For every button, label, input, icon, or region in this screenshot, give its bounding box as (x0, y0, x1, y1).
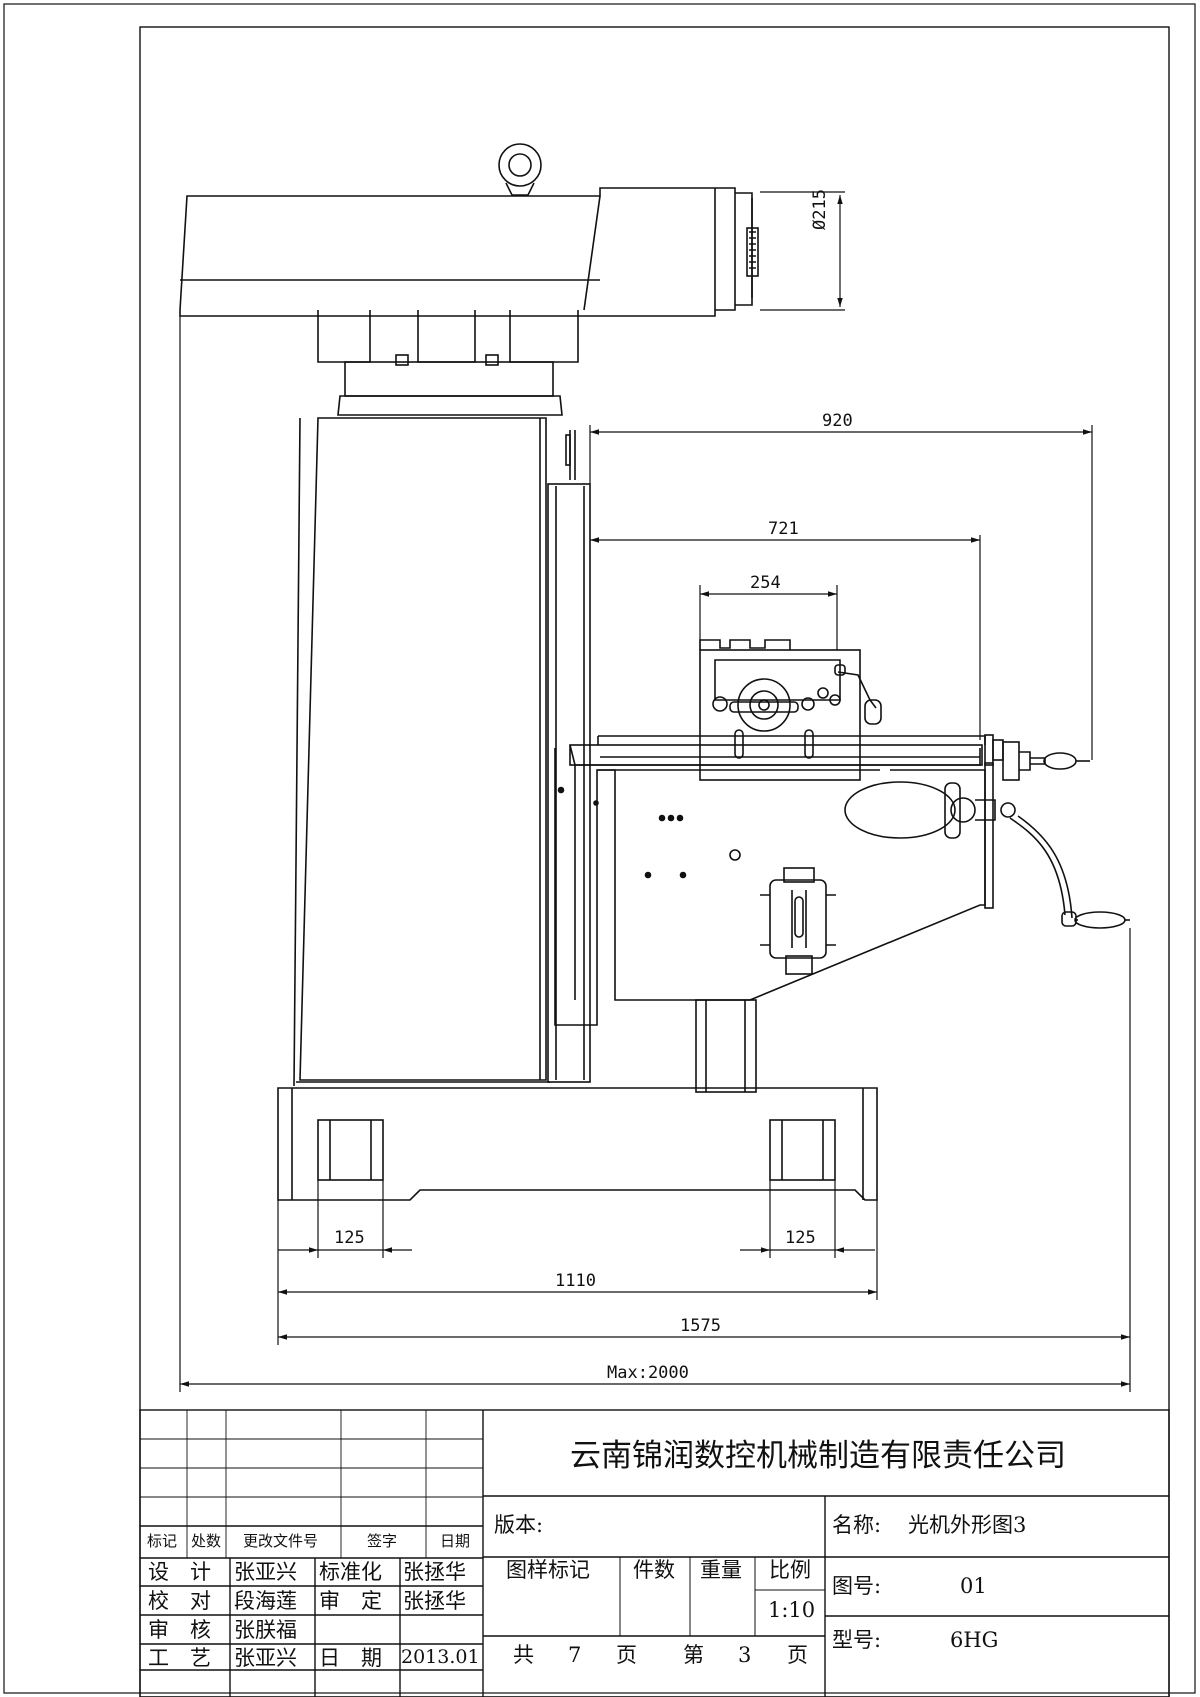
sig-name-process: 张亚兴 (234, 1646, 297, 1670)
sig-role-date: 日 期 (319, 1646, 382, 1670)
total-page-unit: 页 (616, 1643, 637, 1667)
revision-header-mark: 标记 (147, 1532, 178, 1550)
dimension-721: 721 (768, 519, 799, 539)
sig-name-design: 张亚兴 (234, 1560, 297, 1584)
model-value: 6HG (950, 1628, 999, 1652)
count-label: 件数 (633, 1558, 675, 1582)
table (569, 734, 1004, 1000)
sig-role-standard: 标准化 (319, 1560, 382, 1584)
dimension-lines (179, 191, 1131, 1392)
sig-role-check: 校 对 (148, 1589, 211, 1613)
weight-label: 重量 (700, 1558, 742, 1582)
milling-machine (179, 143, 1130, 1201)
column-ways (547, 483, 591, 1083)
revision-header-count: 处数 (191, 1532, 222, 1550)
dimension-1110: 1110 (555, 1271, 596, 1291)
table-handwheel (1002, 741, 1090, 781)
dimension-diameter-215: Ø215 (810, 189, 830, 230)
sig-date-value: 2013.01 (401, 1646, 480, 1668)
mark-label: 图样标记 (506, 1558, 590, 1582)
dimension-125-left: 125 (334, 1228, 365, 1248)
company-name: 云南锦润数控机械制造有限责任公司 (570, 1438, 1066, 1474)
dimension-254: 254 (750, 573, 781, 593)
column (293, 417, 576, 1087)
name-label: 名称: (832, 1513, 882, 1537)
sig-role-design: 设 计 (148, 1560, 211, 1584)
base (277, 1087, 878, 1201)
dimension-920: 920 (822, 411, 853, 431)
scale-value: 1:10 (768, 1598, 816, 1622)
outer-border (3, 3, 1196, 1694)
revision-header-date: 日期 (440, 1532, 471, 1550)
sig-name-review: 张朕福 (234, 1618, 297, 1642)
vise (699, 639, 882, 781)
sig-role-review: 审 核 (148, 1618, 211, 1642)
dimension-125-right: 125 (785, 1228, 816, 1248)
sig-role-approve: 审 定 (319, 1589, 382, 1613)
sheet-number: 3 (738, 1643, 752, 1667)
sheet-label: 第 (683, 1643, 704, 1667)
drawing-no-label: 图号: (832, 1574, 882, 1598)
sig-name-standard: 张拯华 (403, 1560, 466, 1584)
name-value: 光机外形图3 (908, 1513, 1027, 1537)
model-label: 型号: (832, 1628, 882, 1652)
revision-header-doc: 更改文件号 (243, 1532, 319, 1550)
scale-label: 比例 (769, 1558, 811, 1582)
total-label: 共 (513, 1643, 534, 1667)
revision-header-sign: 签字 (367, 1532, 398, 1550)
dimension-1575: 1575 (680, 1316, 721, 1336)
knee (554, 748, 986, 1093)
turret (337, 361, 563, 416)
sig-name-check: 段海莲 (234, 1589, 297, 1613)
lifting-eye (498, 143, 542, 196)
dimension-max-2000: Max:2000 (607, 1363, 689, 1383)
inner-border (139, 26, 1170, 1697)
ram (179, 187, 759, 366)
sig-role-process: 工 艺 (148, 1646, 211, 1670)
sig-name-approve: 张拯华 (403, 1589, 466, 1613)
drawing-no-value: 01 (960, 1574, 987, 1598)
total-pages: 7 (568, 1643, 582, 1667)
title-block (139, 1409, 1170, 1697)
sheet-page-unit: 页 (787, 1643, 808, 1667)
knee-crank (844, 781, 1130, 929)
version-label: 版本: (494, 1513, 544, 1537)
